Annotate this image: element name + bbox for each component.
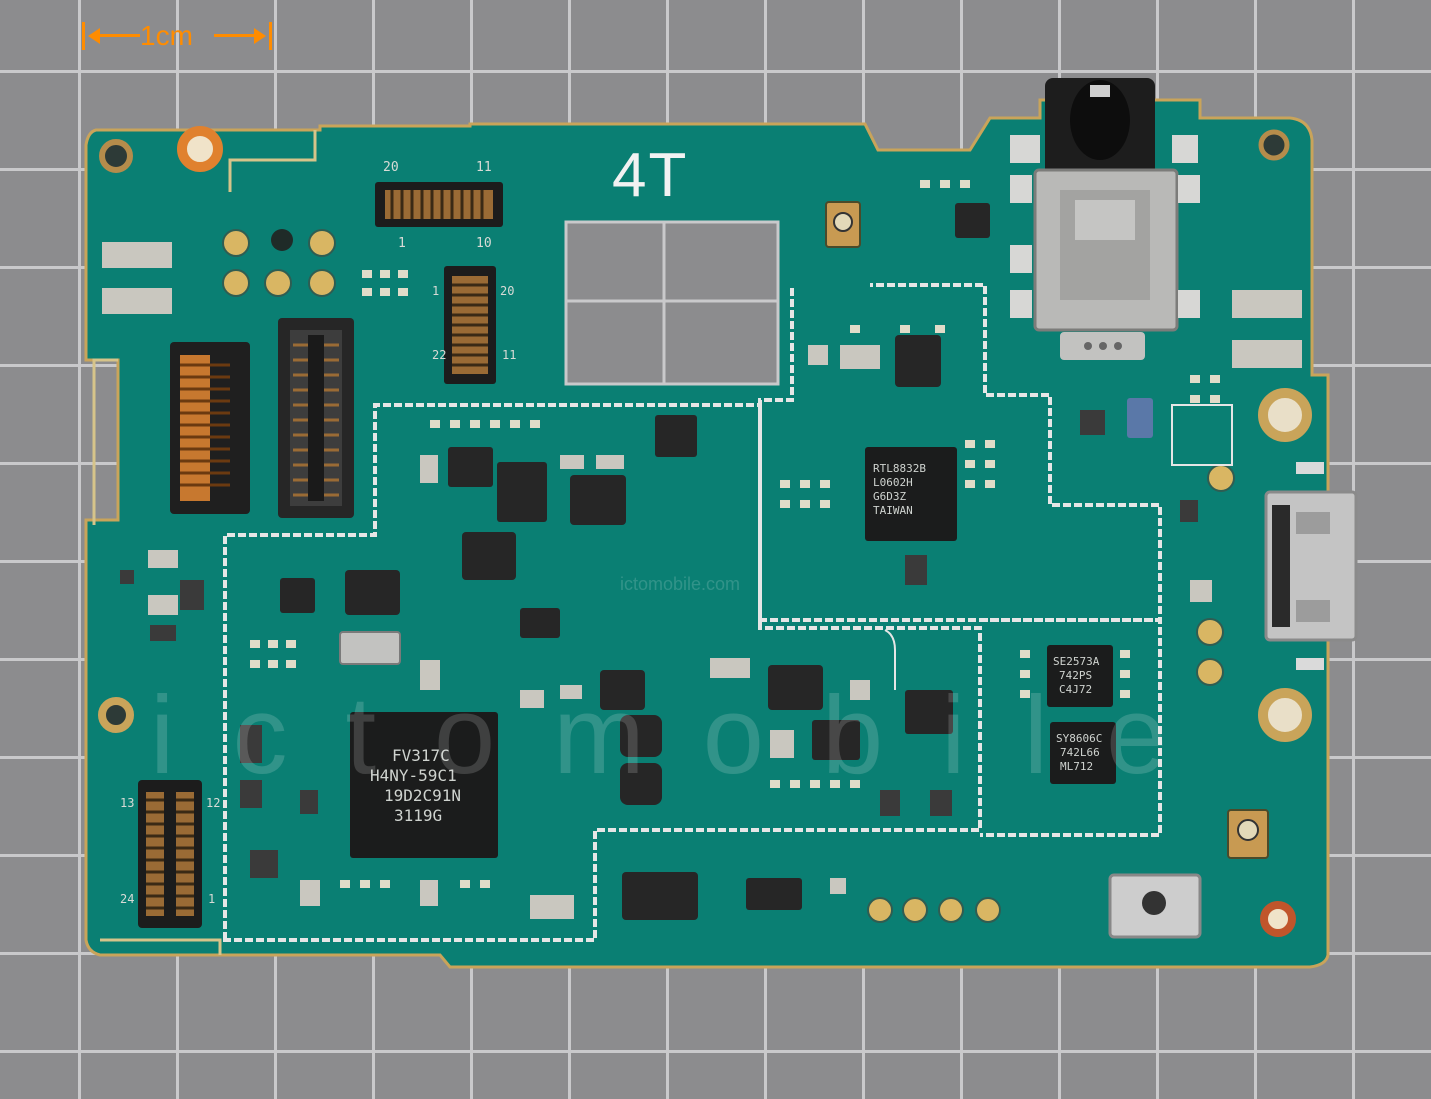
watermark-main: ictomobile	[150, 674, 1226, 797]
scale-bar-left-arrow	[88, 28, 100, 44]
wifi-marking-line3: G6D3Z	[873, 490, 907, 503]
connector-side	[138, 780, 202, 928]
pmic-b-marking-line1: SY8606C	[1056, 732, 1103, 745]
pmic-b-marking-line2: 742L66	[1060, 746, 1100, 759]
mount-hole-tl	[99, 139, 133, 173]
wifi-marking-line2: L0602H	[873, 476, 913, 489]
pmic-a-chip	[1047, 645, 1113, 707]
scale-bar-right-arrow	[254, 28, 266, 44]
soc-marking-line1: FV317C	[392, 746, 450, 765]
pmic-a-marking-line2: 742PS	[1059, 669, 1093, 682]
soc-marking-line2: H4NY-59C1	[370, 766, 457, 785]
shield-pmic	[980, 618, 1162, 837]
pin-mark: 12	[206, 796, 221, 810]
wifi-chip	[865, 447, 957, 541]
scale-bar: 1cm	[82, 18, 272, 52]
scale-bar-line-left	[98, 34, 140, 37]
soc-chip	[350, 712, 498, 858]
watermark-small: ictomobile.com	[620, 574, 741, 594]
pmic-b-chip	[1050, 722, 1116, 784]
soc-marking-line3: 19D2C91N	[384, 786, 462, 805]
pcb-cutout	[564, 220, 780, 386]
audio-jack	[1010, 78, 1200, 360]
mount-hole-rm2	[1258, 688, 1312, 742]
pmic-a-marking-line3: C4J72	[1059, 683, 1093, 696]
side-button	[1108, 873, 1202, 939]
pin-mark: 24	[120, 892, 135, 906]
pin-mark: 1	[432, 284, 440, 298]
mount-hole-orange	[177, 126, 223, 172]
shield-left	[223, 403, 982, 942]
scale-bar-right-tick	[269, 22, 272, 50]
pmic-b-marking-line3: ML712	[1060, 760, 1094, 773]
usb-port	[1264, 462, 1358, 670]
connector-top-a	[375, 182, 503, 227]
soc-marking-line4: 3119G	[394, 806, 443, 825]
mount-hole-lm	[98, 697, 134, 733]
connector-tall	[278, 318, 354, 518]
shield-right	[758, 283, 1162, 622]
connector-top-b	[444, 266, 496, 384]
scale-bar-label: 1cm	[140, 20, 193, 51]
scale-bar-left-tick	[82, 22, 85, 50]
pin-mark: 11	[502, 348, 517, 362]
pin-mark: 10	[476, 236, 492, 251]
pin-mark: 1	[208, 892, 216, 906]
pin-mark: 22	[432, 348, 447, 362]
mount-hole-tr	[1258, 129, 1290, 161]
pin-mark: 1	[398, 236, 406, 251]
connector-fpc-left	[170, 342, 250, 514]
scale-bar-line-right	[214, 34, 256, 37]
board-label: 4T	[612, 141, 689, 210]
mount-hole-br	[1260, 901, 1296, 937]
mount-hole-rm1	[1258, 388, 1312, 442]
pin-mark: 13	[120, 796, 135, 810]
wifi-marking-line4: TAIWAN	[873, 504, 913, 517]
pmic-a-marking-line1: SE2573A	[1053, 655, 1100, 668]
pin-mark: 11	[476, 160, 492, 175]
pin-mark: 20	[500, 284, 515, 298]
pin-mark: 20	[383, 160, 399, 175]
wifi-marking-line1: RTL8832B	[873, 462, 926, 475]
